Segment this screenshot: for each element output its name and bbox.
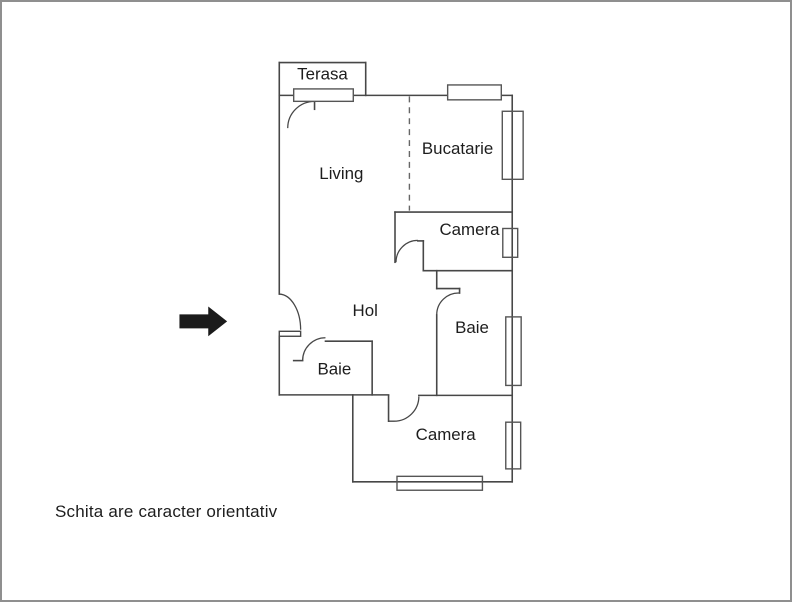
- room-label-baie-right: Baie: [455, 318, 489, 337]
- room-label-terasa: Terasa: [297, 64, 348, 83]
- camera-mid-right-window: [502, 227, 519, 258]
- bucatarie-right-window: [501, 110, 524, 181]
- baie-left-door-arc: [301, 337, 326, 361]
- entrance-arrow-icon: [179, 306, 228, 337]
- room-label-camera-mid: Camera: [439, 220, 500, 239]
- baie-right-door-arc: [436, 292, 460, 315]
- camera-bottom-door-arc: [388, 396, 420, 422]
- room-label-living: Living: [319, 164, 363, 183]
- room-label-hol: Hol: [353, 301, 378, 320]
- terasa-window: [292, 88, 354, 103]
- baie-right-window: [505, 316, 522, 387]
- wall-stub: [278, 330, 302, 337]
- disclaimer-text: Schita are caracter orientativ: [55, 502, 278, 521]
- room-label-camera-bottom: Camera: [416, 425, 477, 444]
- room-label-bucatarie: Bucatarie: [422, 139, 493, 158]
- terasa-door-arc: [287, 100, 315, 129]
- entrance-door-arc: [279, 293, 302, 330]
- camera-bottom-bottom-window: [396, 475, 484, 491]
- bucatarie-top-window: [446, 84, 502, 101]
- camera-mid-door-arc: [395, 239, 418, 263]
- camera-bottom-right-window: [505, 421, 522, 470]
- room-label-baie-left: Baie: [318, 360, 352, 379]
